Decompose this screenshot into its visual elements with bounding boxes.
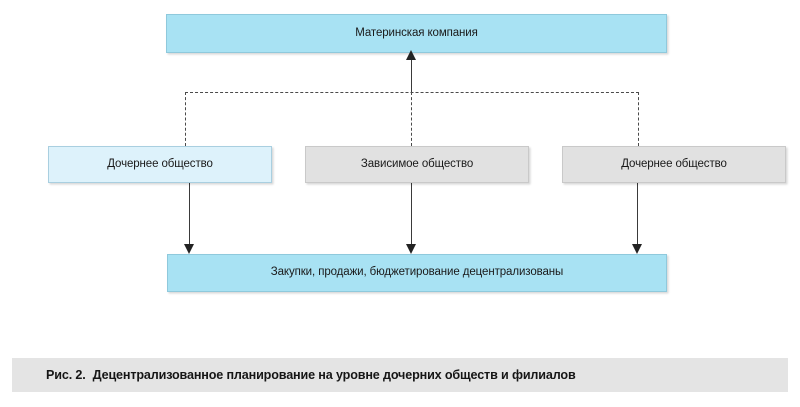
connector-bus-to-parent-arrowhead-icon [406, 50, 416, 60]
connector-right-to-bottom-line [637, 183, 638, 246]
connector-bus-to-parent-line [411, 56, 412, 93]
node-subsidiary-left: Дочернее общество [48, 146, 272, 183]
connector-bus-drop-right [638, 92, 639, 146]
figure-caption-band: Рис. 2. Децентрализованное планирование н… [12, 358, 788, 392]
figure-caption-number: Рис. 2. [46, 368, 86, 382]
node-subsidiary-left-label: Дочернее общество [107, 157, 213, 170]
node-parent-company-label: Материнская компания [355, 26, 478, 39]
node-subsidiary-right-label: Дочернее общество [621, 157, 727, 170]
connector-middle-to-bottom-line [411, 183, 412, 246]
node-affiliate-middle-label: Зависимое общество [360, 157, 474, 170]
connector-dashed-bus [185, 92, 639, 93]
node-decentralized-outcome: Закупки, продажи, бюджетирование децентр… [167, 254, 667, 292]
connector-middle-to-bottom-arrowhead-icon [406, 244, 416, 254]
figure-caption-title: Децентрализованное планирование на уровн… [92, 368, 576, 382]
node-subsidiary-right: Дочернее общество [562, 146, 786, 183]
node-affiliate-middle: Зависимое общество [305, 146, 529, 183]
connector-left-to-bottom-arrowhead-icon [184, 244, 194, 254]
connector-left-to-bottom-line [189, 183, 190, 246]
connector-bus-drop-middle [411, 92, 412, 146]
connector-bus-drop-left [185, 92, 186, 146]
connector-right-to-bottom-arrowhead-icon [632, 244, 642, 254]
figure-caption: Рис. 2. Децентрализованное планирование н… [12, 368, 576, 382]
node-parent-company: Материнская компания [166, 14, 667, 53]
node-decentralized-outcome-label: Закупки, продажи, бюджетирование децентр… [270, 266, 564, 279]
